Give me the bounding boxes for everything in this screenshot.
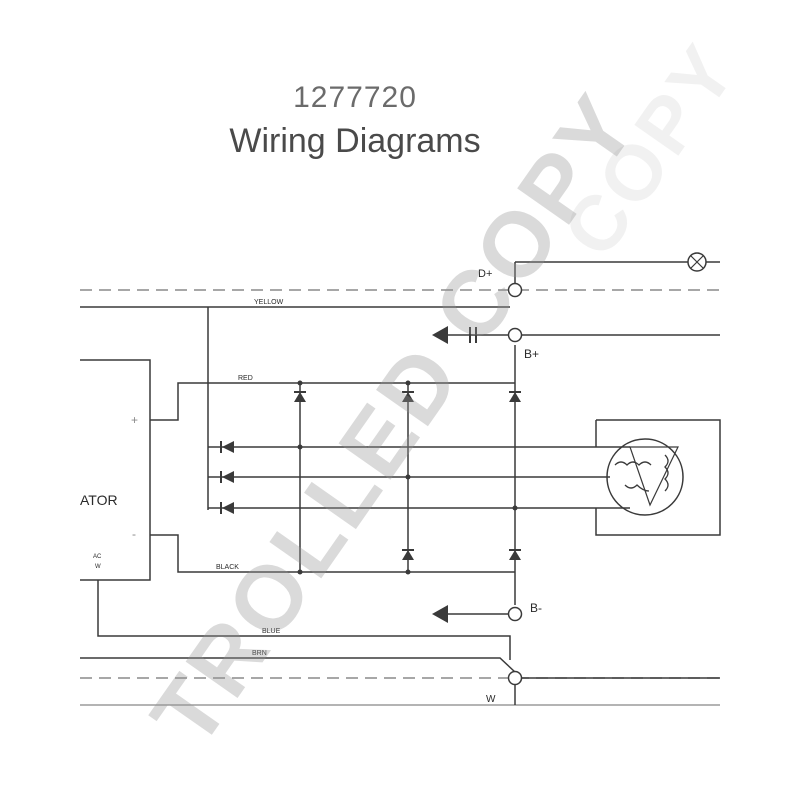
diode-icon <box>222 441 234 453</box>
label-b-plus: B+ <box>524 347 539 361</box>
ground-arrow-icon <box>432 605 448 623</box>
diode-icon <box>509 392 521 402</box>
terminal-b-plus <box>507 327 523 343</box>
diode-icon <box>509 550 521 560</box>
part-number: 1277720 <box>293 81 417 108</box>
regulator-label: ATOR <box>80 492 118 508</box>
wire-label-yellow: YELLOW <box>254 299 284 306</box>
label-b-minus: B- <box>530 601 542 615</box>
terminal-d-plus <box>507 282 523 298</box>
wire-black <box>150 534 515 573</box>
stator-housing <box>595 419 721 536</box>
terminal-w <box>507 670 523 686</box>
regulator-box <box>80 359 151 581</box>
wire-lower-2 <box>80 657 516 673</box>
wire-label-black: BLACK <box>216 564 239 571</box>
wire-label-lower-1: BLUE <box>262 628 281 635</box>
wire-label-red: RED <box>238 375 253 382</box>
stator-winding-icon <box>606 438 684 516</box>
wire-label-lower-2: BRN <box>252 650 267 657</box>
diode-icon <box>402 392 414 402</box>
label-w: W <box>486 694 496 705</box>
terminal-b-minus <box>507 606 523 622</box>
ground-arrow-icon <box>432 326 448 344</box>
wire-red <box>150 382 515 421</box>
diode-icon <box>294 392 306 402</box>
regulator-minus: - <box>132 527 136 541</box>
regulator-w-label: W <box>95 564 101 570</box>
regulator-ac-label: AC <box>93 554 102 560</box>
regulator-plus: + <box>131 413 138 427</box>
diode-icon <box>222 502 234 514</box>
diode-icon <box>402 550 414 560</box>
page-title: Wiring Diagrams <box>229 122 481 160</box>
wire-lower-1 <box>97 580 511 660</box>
diode-icon <box>222 471 234 483</box>
label-d-plus: D+ <box>478 268 492 280</box>
